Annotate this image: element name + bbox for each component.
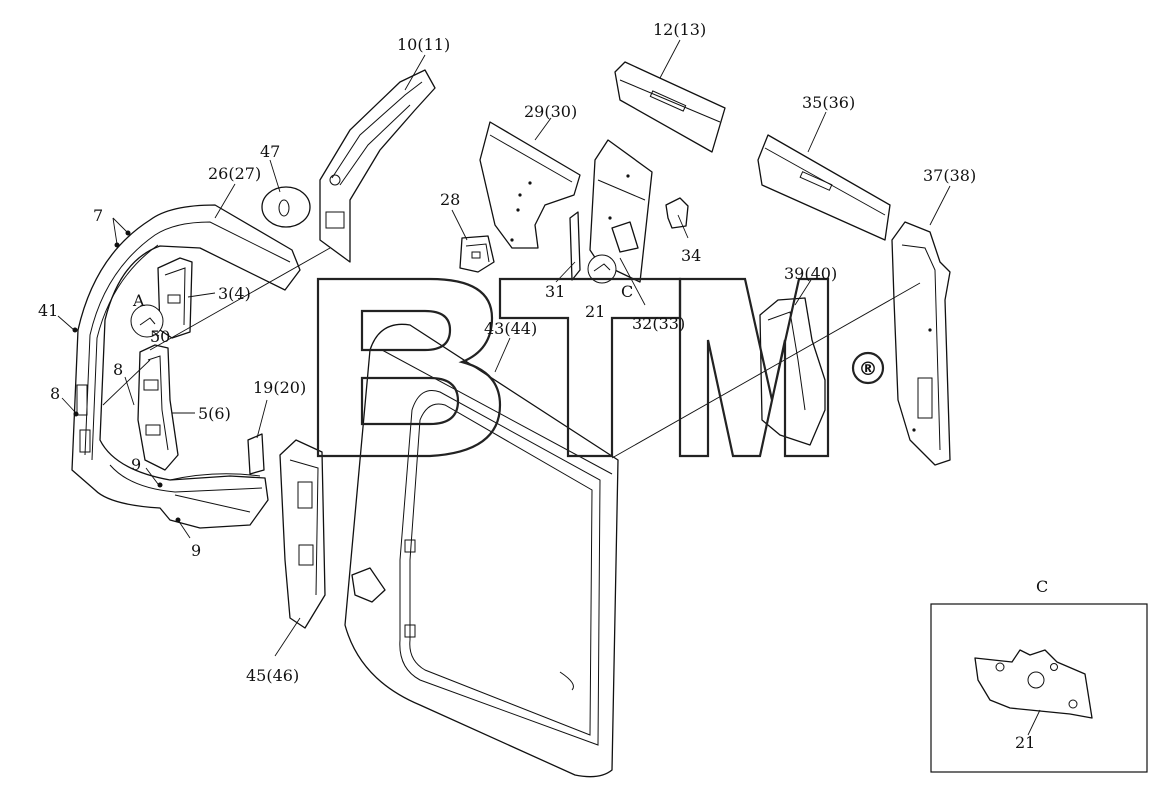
bracket-3-4 xyxy=(157,257,193,339)
label-50: 50 xyxy=(150,327,170,346)
label-28: 28 xyxy=(440,190,460,209)
detail-title: C xyxy=(1036,577,1048,596)
part-labels: 10(11) 12(13) 29(30) 35(36) 47 26(27) 37… xyxy=(38,20,976,685)
label-43-44: 43(44) xyxy=(484,319,537,338)
registered-mark: ® xyxy=(851,351,885,385)
label-10-11: 10(11) xyxy=(397,35,450,54)
rear-pillar-37-38 xyxy=(891,221,951,466)
top-panel-12-13 xyxy=(614,61,726,153)
label-47: 47 xyxy=(260,142,280,161)
label-41: 41 xyxy=(38,301,58,320)
corner-panel-39-40 xyxy=(759,297,826,446)
detail-circle-c xyxy=(587,254,617,284)
detail-view-c: C 21 xyxy=(930,577,1148,773)
label-19-20: 19(20) xyxy=(253,378,306,397)
label-3-4: 3(4) xyxy=(218,284,251,303)
label-5-6: 5(6) xyxy=(198,404,231,423)
detail-circle-a xyxy=(130,304,164,338)
label-26-27: 26(27) xyxy=(208,164,261,183)
label-9-lower: 9 xyxy=(191,541,201,560)
label-31: 31 xyxy=(545,282,565,301)
pillar-bracket-5-6 xyxy=(137,344,179,471)
gusset-plate-29-30 xyxy=(479,121,581,249)
bracket-28 xyxy=(459,235,495,273)
label-35-36: 35(36) xyxy=(802,93,855,112)
bracket-34 xyxy=(665,197,689,229)
btm-watermark xyxy=(316,277,830,458)
label-21: 21 xyxy=(585,302,605,321)
b-pillar-45-46 xyxy=(279,439,326,629)
panel-35-36 xyxy=(757,134,891,241)
label-45-46: 45(46) xyxy=(246,666,299,685)
label-34: 34 xyxy=(681,246,701,265)
upper-pillar-10-11 xyxy=(319,69,436,263)
label-32-33: 32(33) xyxy=(632,314,685,333)
label-c: C xyxy=(621,282,633,301)
label-8-lower: 8 xyxy=(50,384,60,403)
round-plate-47 xyxy=(261,186,311,228)
bracket-19-20 xyxy=(247,433,265,475)
label-39-40: 39(40) xyxy=(784,264,837,283)
label-9-upper: 9 xyxy=(131,455,141,474)
label-8-upper: 8 xyxy=(113,360,123,379)
back-panel-32-33 xyxy=(589,139,653,283)
side-frame-assembly xyxy=(71,204,301,529)
strip-31 xyxy=(569,211,581,281)
label-7: 7 xyxy=(93,206,103,225)
label-a: A xyxy=(132,291,145,310)
registered-glyph: ® xyxy=(859,358,878,380)
door-frame-43-44 xyxy=(344,323,619,778)
label-29-30: 29(30) xyxy=(524,102,577,121)
label-12-13: 12(13) xyxy=(653,20,706,39)
detail-part-label: 21 xyxy=(1015,733,1035,752)
label-37-38: 37(38) xyxy=(923,166,976,185)
